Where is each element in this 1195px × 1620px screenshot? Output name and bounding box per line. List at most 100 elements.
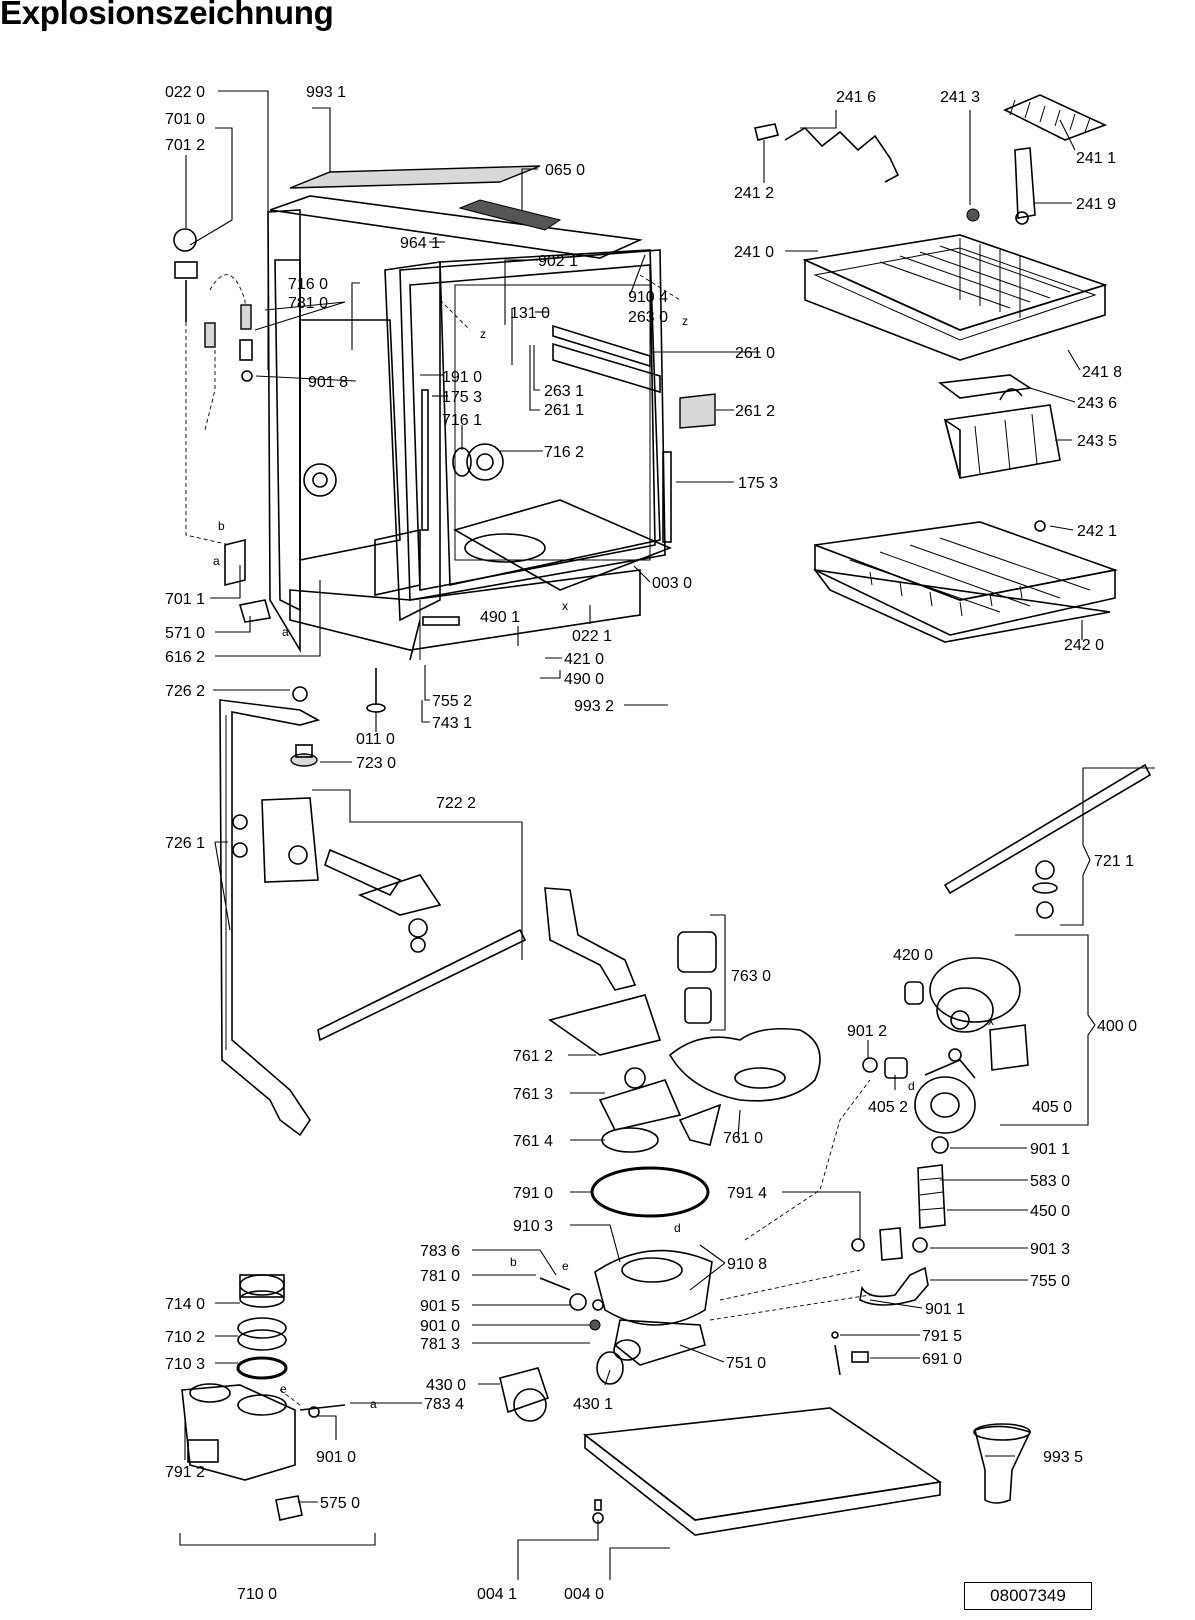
part-label-261-2: 261 2 xyxy=(735,403,775,420)
part-label-430-1: 430 1 xyxy=(573,1396,613,1413)
part-label-710-0: 710 0 xyxy=(237,1586,277,1603)
part-label-993-5: 993 5 xyxy=(1043,1449,1083,1466)
part-label-131-0: 131 0 xyxy=(510,305,550,322)
part-label-761-0: 761 0 xyxy=(723,1130,763,1147)
part-label-400-0: 400 0 xyxy=(1097,1018,1137,1035)
part-label-755-2: 755 2 xyxy=(432,693,472,710)
part-label-450-0: 450 0 xyxy=(1030,1203,1070,1220)
part-label-716-1: 716 1 xyxy=(442,412,482,429)
part-label-175-3-a: 175 3 xyxy=(442,389,482,406)
part-label-261-1: 261 1 xyxy=(544,402,584,419)
marker-a: a xyxy=(213,554,220,568)
part-label-901-8: 901 8 xyxy=(308,374,348,391)
part-label-004-1: 004 1 xyxy=(477,1586,517,1603)
part-label-701-0: 701 0 xyxy=(165,111,205,128)
marker-x: x xyxy=(562,599,568,613)
part-label-575-0: 575 0 xyxy=(320,1495,360,1512)
document-number: 08007349 xyxy=(964,1582,1092,1610)
part-label-761-2: 761 2 xyxy=(513,1048,553,1065)
cabinet-frame xyxy=(267,165,716,661)
part-label-901-0-a: 901 0 xyxy=(420,1318,460,1335)
part-label-701-2: 701 2 xyxy=(165,137,205,154)
part-label-993-2: 993 2 xyxy=(574,698,614,715)
part-label-761-4: 761 4 xyxy=(513,1133,553,1150)
part-label-405-2: 405 2 xyxy=(868,1099,908,1116)
upper-basket xyxy=(754,94,1108,479)
sump-pump-assembly xyxy=(499,887,1029,1422)
part-label-791-2: 791 2 xyxy=(165,1464,205,1481)
marker-a: a xyxy=(370,1397,377,1411)
part-label-241-6: 241 6 xyxy=(836,89,876,106)
part-label-901-1-b: 901 1 xyxy=(925,1301,965,1318)
part-label-783-4: 783 4 xyxy=(424,1396,464,1413)
part-label-910-8: 910 8 xyxy=(727,1256,767,1273)
marker-z: z xyxy=(682,314,688,328)
part-label-004-0: 004 0 xyxy=(564,1586,604,1603)
part-label-901-3: 901 3 xyxy=(1030,1241,1070,1258)
part-label-243-6: 243 6 xyxy=(1077,395,1117,412)
part-label-722-2: 722 2 xyxy=(436,795,476,812)
part-label-241-9: 241 9 xyxy=(1076,196,1116,213)
part-label-191-0: 191 0 xyxy=(442,369,482,386)
softener-and-base xyxy=(181,1274,1032,1536)
marker-d: d xyxy=(908,1079,915,1093)
part-label-710-3: 710 3 xyxy=(165,1356,205,1373)
part-label-405-0: 405 0 xyxy=(1032,1099,1072,1116)
part-label-261-0: 261 0 xyxy=(735,345,775,362)
part-label-783-6: 783 6 xyxy=(420,1243,460,1260)
part-label-743-1: 743 1 xyxy=(432,715,472,732)
part-label-910-3: 910 3 xyxy=(513,1218,553,1235)
part-label-781-3: 781 3 xyxy=(420,1336,460,1353)
part-label-755-0: 755 0 xyxy=(1030,1273,1070,1290)
part-label-011-0: 011 0 xyxy=(356,731,395,748)
part-label-583-0: 583 0 xyxy=(1030,1173,1070,1190)
part-label-022-0: 022 0 xyxy=(165,84,205,101)
part-label-791-5: 791 5 xyxy=(922,1328,962,1345)
part-label-241-8: 241 8 xyxy=(1082,364,1122,381)
part-label-263-0: 263 0 xyxy=(628,309,668,326)
part-label-716-0: 716 0 xyxy=(288,276,328,293)
part-label-791-0: 791 0 xyxy=(513,1185,553,1202)
marker-d: d xyxy=(674,1221,681,1235)
part-label-421-0: 421 0 xyxy=(564,651,604,668)
part-labels: 022 0 993 1 701 0 701 2 065 0 964 1 902 … xyxy=(165,84,1137,1603)
marker-x: x xyxy=(988,1014,994,1028)
part-label-490-0: 490 0 xyxy=(564,671,604,688)
part-label-716-2: 716 2 xyxy=(544,444,584,461)
spray-arm-assembly xyxy=(219,668,1152,1137)
part-label-901-2: 901 2 xyxy=(847,1023,887,1040)
part-label-763-0: 763 0 xyxy=(731,968,771,985)
part-label-751-0: 751 0 xyxy=(726,1355,766,1372)
part-label-902-1: 902 1 xyxy=(538,253,578,270)
marker-z: z xyxy=(480,327,486,341)
part-label-723-0: 723 0 xyxy=(356,755,396,772)
part-label-243-5: 243 5 xyxy=(1077,433,1117,450)
marker-e: e xyxy=(562,1259,569,1273)
part-label-901-1-a: 901 1 xyxy=(1030,1141,1070,1158)
part-label-781-0: 781 0 xyxy=(288,295,328,312)
part-label-242-0: 242 0 xyxy=(1064,637,1104,654)
part-label-781-0-b: 781 0 xyxy=(420,1268,460,1285)
part-label-691-0: 691 0 xyxy=(922,1351,962,1368)
part-label-901-0-b: 901 0 xyxy=(316,1449,356,1466)
part-label-761-3: 761 3 xyxy=(513,1086,553,1103)
marker-a: a xyxy=(282,625,289,639)
part-label-964-1: 964 1 xyxy=(400,235,440,252)
part-label-901-5: 901 5 xyxy=(420,1298,460,1315)
part-label-022-1: 022 1 xyxy=(572,628,612,645)
part-label-241-0: 241 0 xyxy=(734,244,774,261)
lower-basket xyxy=(813,520,1119,643)
part-label-791-4: 791 4 xyxy=(727,1185,767,1202)
marker-b: b xyxy=(218,519,225,533)
connection-markers: z z x b a a x d d b e e a xyxy=(213,314,994,1411)
part-label-571-0: 571 0 xyxy=(165,625,205,642)
part-label-263-1: 263 1 xyxy=(544,383,584,400)
part-label-993-1: 993 1 xyxy=(306,84,346,101)
part-label-726-2: 726 2 xyxy=(165,683,205,700)
marker-b: b xyxy=(510,1255,517,1269)
part-label-710-2: 710 2 xyxy=(165,1329,205,1346)
part-label-430-0: 430 0 xyxy=(426,1377,466,1394)
part-label-721-1: 721 1 xyxy=(1094,853,1134,870)
